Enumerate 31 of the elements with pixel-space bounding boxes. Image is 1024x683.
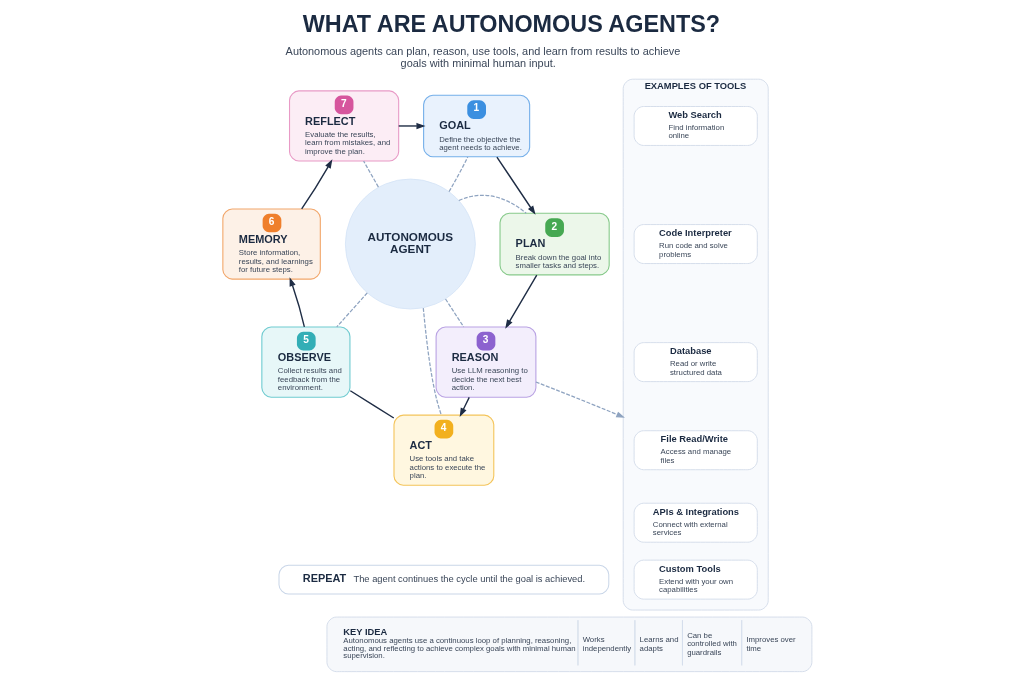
node-box: 6 MEMORY Store information, results, and learnings for future steps. bbox=[221, 208, 321, 280]
node-box: 1 GOAL Define the objective the agent needs to achieve. bbox=[422, 94, 530, 158]
node-box: APIs & Integrations Connect with external services bbox=[633, 502, 758, 543]
node-box: 7 REFLECT Evaluate the results, learn from mistakes, and improve the plan. bbox=[288, 90, 399, 162]
node-box: 5 OBSERVE Collect results and feedback from the environment. bbox=[260, 326, 350, 398]
arrow bbox=[504, 274, 537, 329]
connector bbox=[335, 292, 368, 328]
node-box: 4 ACT Use tools and take actions to execute the plan. bbox=[392, 414, 494, 486]
arrow bbox=[534, 381, 625, 418]
node-box: 3 REASON Use LLM reasoning to decide the next best action. bbox=[435, 326, 536, 398]
node-box: File Read/Write Access and manage files bbox=[633, 430, 758, 471]
connector bbox=[349, 390, 394, 419]
connector bbox=[362, 160, 379, 188]
arrow bbox=[300, 159, 332, 210]
arrow bbox=[289, 277, 305, 328]
connector bbox=[447, 156, 468, 193]
node-box: 2 PLAN Break down the goal into smaller tasks and steps. bbox=[499, 212, 610, 276]
node-box: Web Search Find information online bbox=[633, 106, 758, 146]
label: Autonomous agents can plan, reason, use tools, and learn from results to achieve goals with minimal human input. bbox=[285, 45, 680, 69]
node-box: Code Interpreter Run code and solve problems bbox=[633, 224, 758, 264]
node-circle: AUTONOMOUS AGENT bbox=[344, 178, 476, 310]
arrow bbox=[397, 122, 425, 130]
diagram-title: WHAT ARE AUTONOMOUS AGENTS? bbox=[302, 11, 720, 38]
arrow bbox=[459, 396, 470, 417]
arrow bbox=[495, 156, 536, 215]
node-box: Custom Tools Extend with your own capabilities bbox=[633, 559, 758, 600]
node-box: Database Read or write structured data bbox=[633, 342, 758, 383]
connector bbox=[422, 307, 442, 416]
node-box: REPEAT The agent continues the cycle until the goal is achieved. bbox=[278, 564, 609, 595]
connector bbox=[457, 194, 527, 214]
connector bbox=[444, 298, 464, 328]
